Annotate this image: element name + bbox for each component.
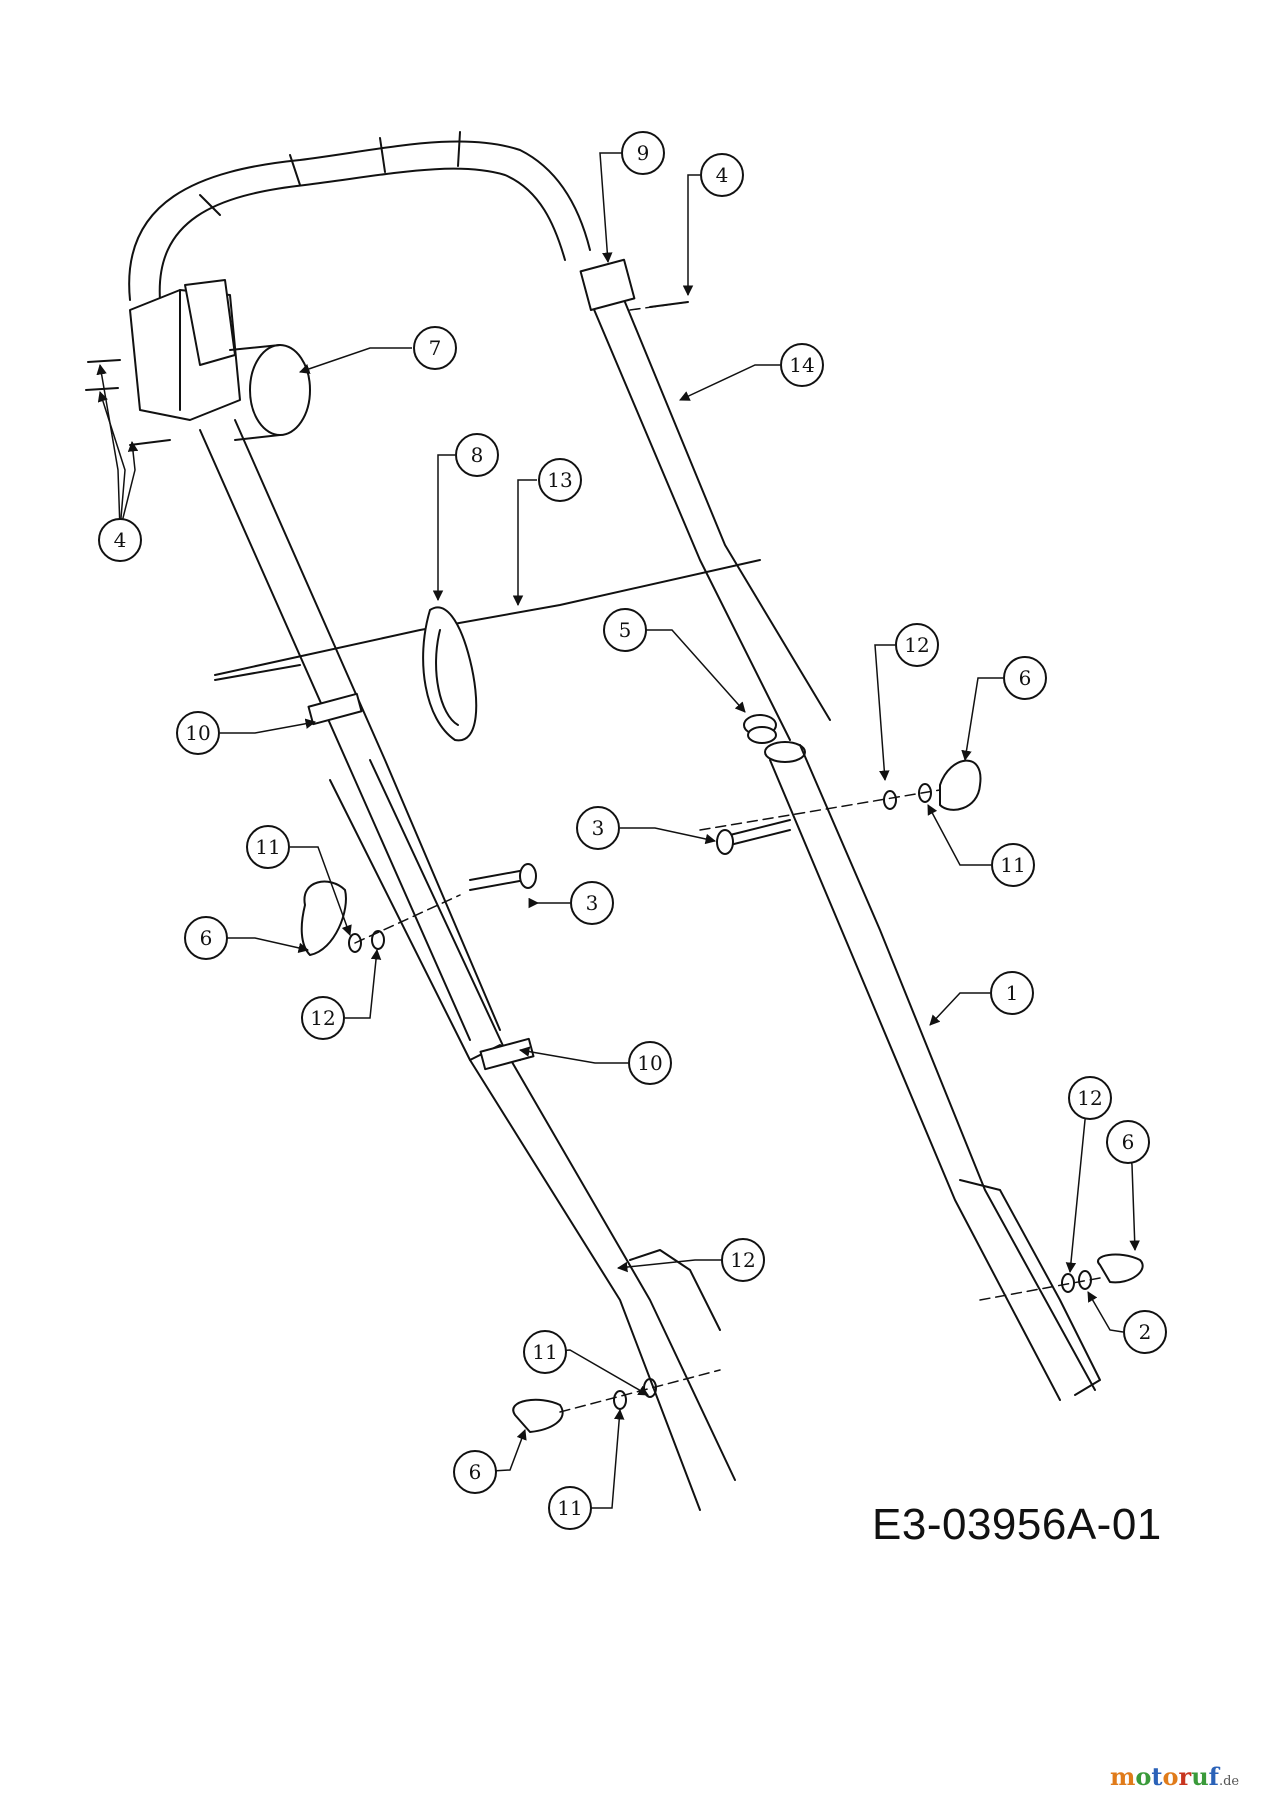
callout-label: 1	[1006, 981, 1019, 1005]
callout-10: 10	[628, 1041, 672, 1085]
left-lower-tube	[329, 759, 736, 1511]
callout-circle	[780, 343, 824, 387]
callout-12: 12	[301, 996, 345, 1040]
callout-circle	[628, 1041, 672, 1085]
callout-label: 10	[637, 1051, 662, 1075]
callout-circle	[570, 881, 614, 925]
callout-7: 7	[413, 326, 457, 370]
callout-circle	[621, 131, 665, 175]
cable-clips	[307, 692, 535, 1071]
callout-2: 2	[1123, 1310, 1167, 1354]
right-upper-tube	[579, 258, 831, 741]
left-upper-tube	[199, 419, 501, 1041]
callout-circle	[1123, 1310, 1167, 1354]
callout-circle	[453, 1450, 497, 1494]
callout-10: 10	[176, 711, 220, 755]
callout-6: 6	[1003, 656, 1047, 700]
callout-label: 3	[586, 891, 599, 915]
callout-circle	[538, 458, 582, 502]
callout-label: 12	[310, 1006, 335, 1030]
callout-label: 6	[200, 926, 213, 950]
callout-label: 7	[429, 336, 442, 360]
callout-11: 11	[523, 1330, 567, 1374]
callout-3: 3	[576, 806, 620, 850]
washers	[348, 783, 1092, 1410]
callout-label: 2	[1139, 1320, 1152, 1344]
callout-label: 4	[114, 528, 127, 552]
callout-12: 12	[895, 623, 939, 667]
callout-label: 13	[547, 468, 572, 492]
callout-4: 4	[98, 518, 142, 562]
callout-circle	[98, 518, 142, 562]
right-lower-tube	[764, 741, 1101, 1401]
callout-circle	[413, 326, 457, 370]
callout-11: 11	[991, 843, 1035, 887]
callout-circle	[895, 623, 939, 667]
callout-8: 8	[455, 433, 499, 477]
cable-clip	[422, 606, 478, 742]
callout-9: 9	[621, 131, 665, 175]
callout-3: 3	[570, 881, 614, 925]
callout-label: 6	[1019, 666, 1032, 690]
callout-circle	[721, 1238, 765, 1282]
callout-label: 5	[619, 618, 632, 642]
callout-circle	[246, 825, 290, 869]
callout-circle	[176, 711, 220, 755]
callout-circle	[991, 843, 1035, 887]
knobs	[300, 759, 1144, 1433]
callout-label: 6	[469, 1460, 482, 1484]
callout-label: 4	[716, 163, 729, 187]
callout-bubbles: 9 4 7 14 4 8 13 5 12 6 10 3 11 11 3 6 12 10 1 12 6 2 11 12 6 11	[98, 131, 1167, 1530]
callout-label: 11	[557, 1496, 582, 1520]
callout-12: 12	[721, 1238, 765, 1282]
callout-14: 14	[780, 343, 824, 387]
callout-circle	[990, 971, 1034, 1015]
callout-label: 14	[789, 353, 814, 377]
callout-label: 9	[637, 141, 650, 165]
callout-circle	[548, 1486, 592, 1530]
callout-circle	[523, 1330, 567, 1374]
callout-label: 11	[532, 1340, 557, 1364]
callout-6: 6	[453, 1450, 497, 1494]
callout-circle	[1068, 1076, 1112, 1120]
callout-6: 6	[1106, 1120, 1150, 1164]
callout-label: 3	[592, 816, 605, 840]
callout-13: 13	[538, 458, 582, 502]
callout-1: 1	[990, 971, 1034, 1015]
callout-label: 11	[255, 835, 280, 859]
callout-circle	[184, 916, 228, 960]
callout-circle	[1106, 1120, 1150, 1164]
callout-circle	[700, 153, 744, 197]
callout-11: 11	[548, 1486, 592, 1530]
bolts	[469, 819, 791, 891]
callout-5: 5	[603, 608, 647, 652]
watermark-logo: motoruf.de	[1110, 1762, 1240, 1791]
callout-label: 10	[185, 721, 210, 745]
callout-label: 11	[1000, 853, 1025, 877]
callout-circle	[1003, 656, 1047, 700]
callout-circle	[576, 806, 620, 850]
drawing-code: E3-03956A-01	[872, 1500, 1162, 1549]
cable	[214, 559, 761, 681]
callout-label: 6	[1122, 1130, 1135, 1154]
knob-5	[743, 714, 777, 744]
callout-4: 4	[700, 153, 744, 197]
callout-12: 12	[1068, 1076, 1112, 1120]
switch-box	[129, 279, 311, 441]
callout-11: 11	[246, 825, 290, 869]
callout-6: 6	[184, 916, 228, 960]
callout-label: 12	[1077, 1086, 1102, 1110]
upper-handle-bar	[128, 131, 591, 301]
callout-label: 12	[730, 1248, 755, 1272]
callout-circle	[603, 608, 647, 652]
callout-label: 12	[904, 633, 929, 657]
callout-label: 8	[471, 443, 484, 467]
callout-circle	[455, 433, 499, 477]
callout-circle	[301, 996, 345, 1040]
